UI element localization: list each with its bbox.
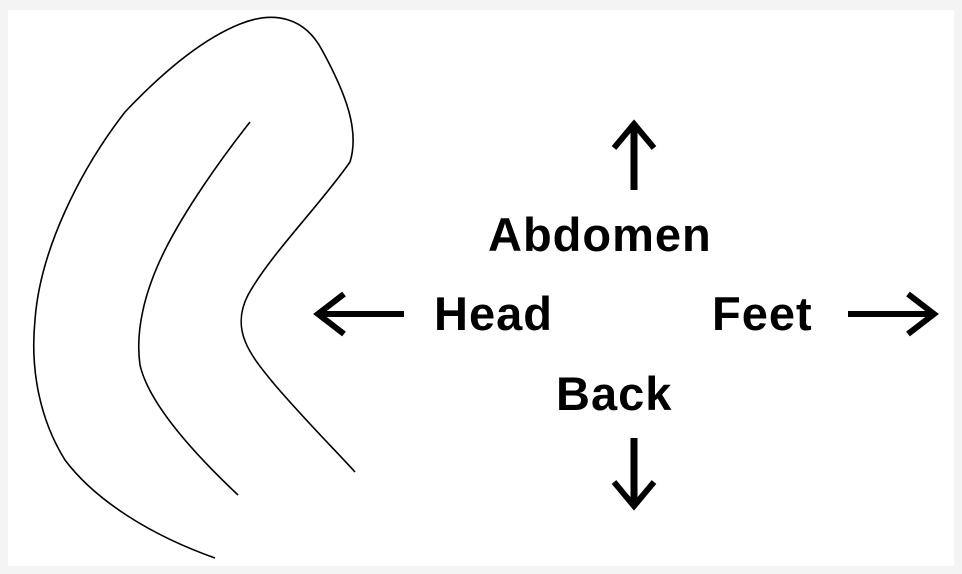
label-back: Back — [556, 367, 673, 420]
arrow-left-icon — [313, 291, 404, 337]
organ-inner-contour — [137, 121, 251, 496]
organ-outer-contour — [32, 16, 356, 559]
label-head: Head — [434, 287, 553, 340]
label-feet: Feet — [712, 287, 813, 340]
arrow-up-icon — [611, 119, 657, 190]
label-abdomen: Abdomen — [488, 208, 712, 261]
arrow-right-icon — [848, 291, 939, 337]
diagram-panel — [8, 10, 954, 566]
arrow-down-icon — [611, 438, 657, 511]
